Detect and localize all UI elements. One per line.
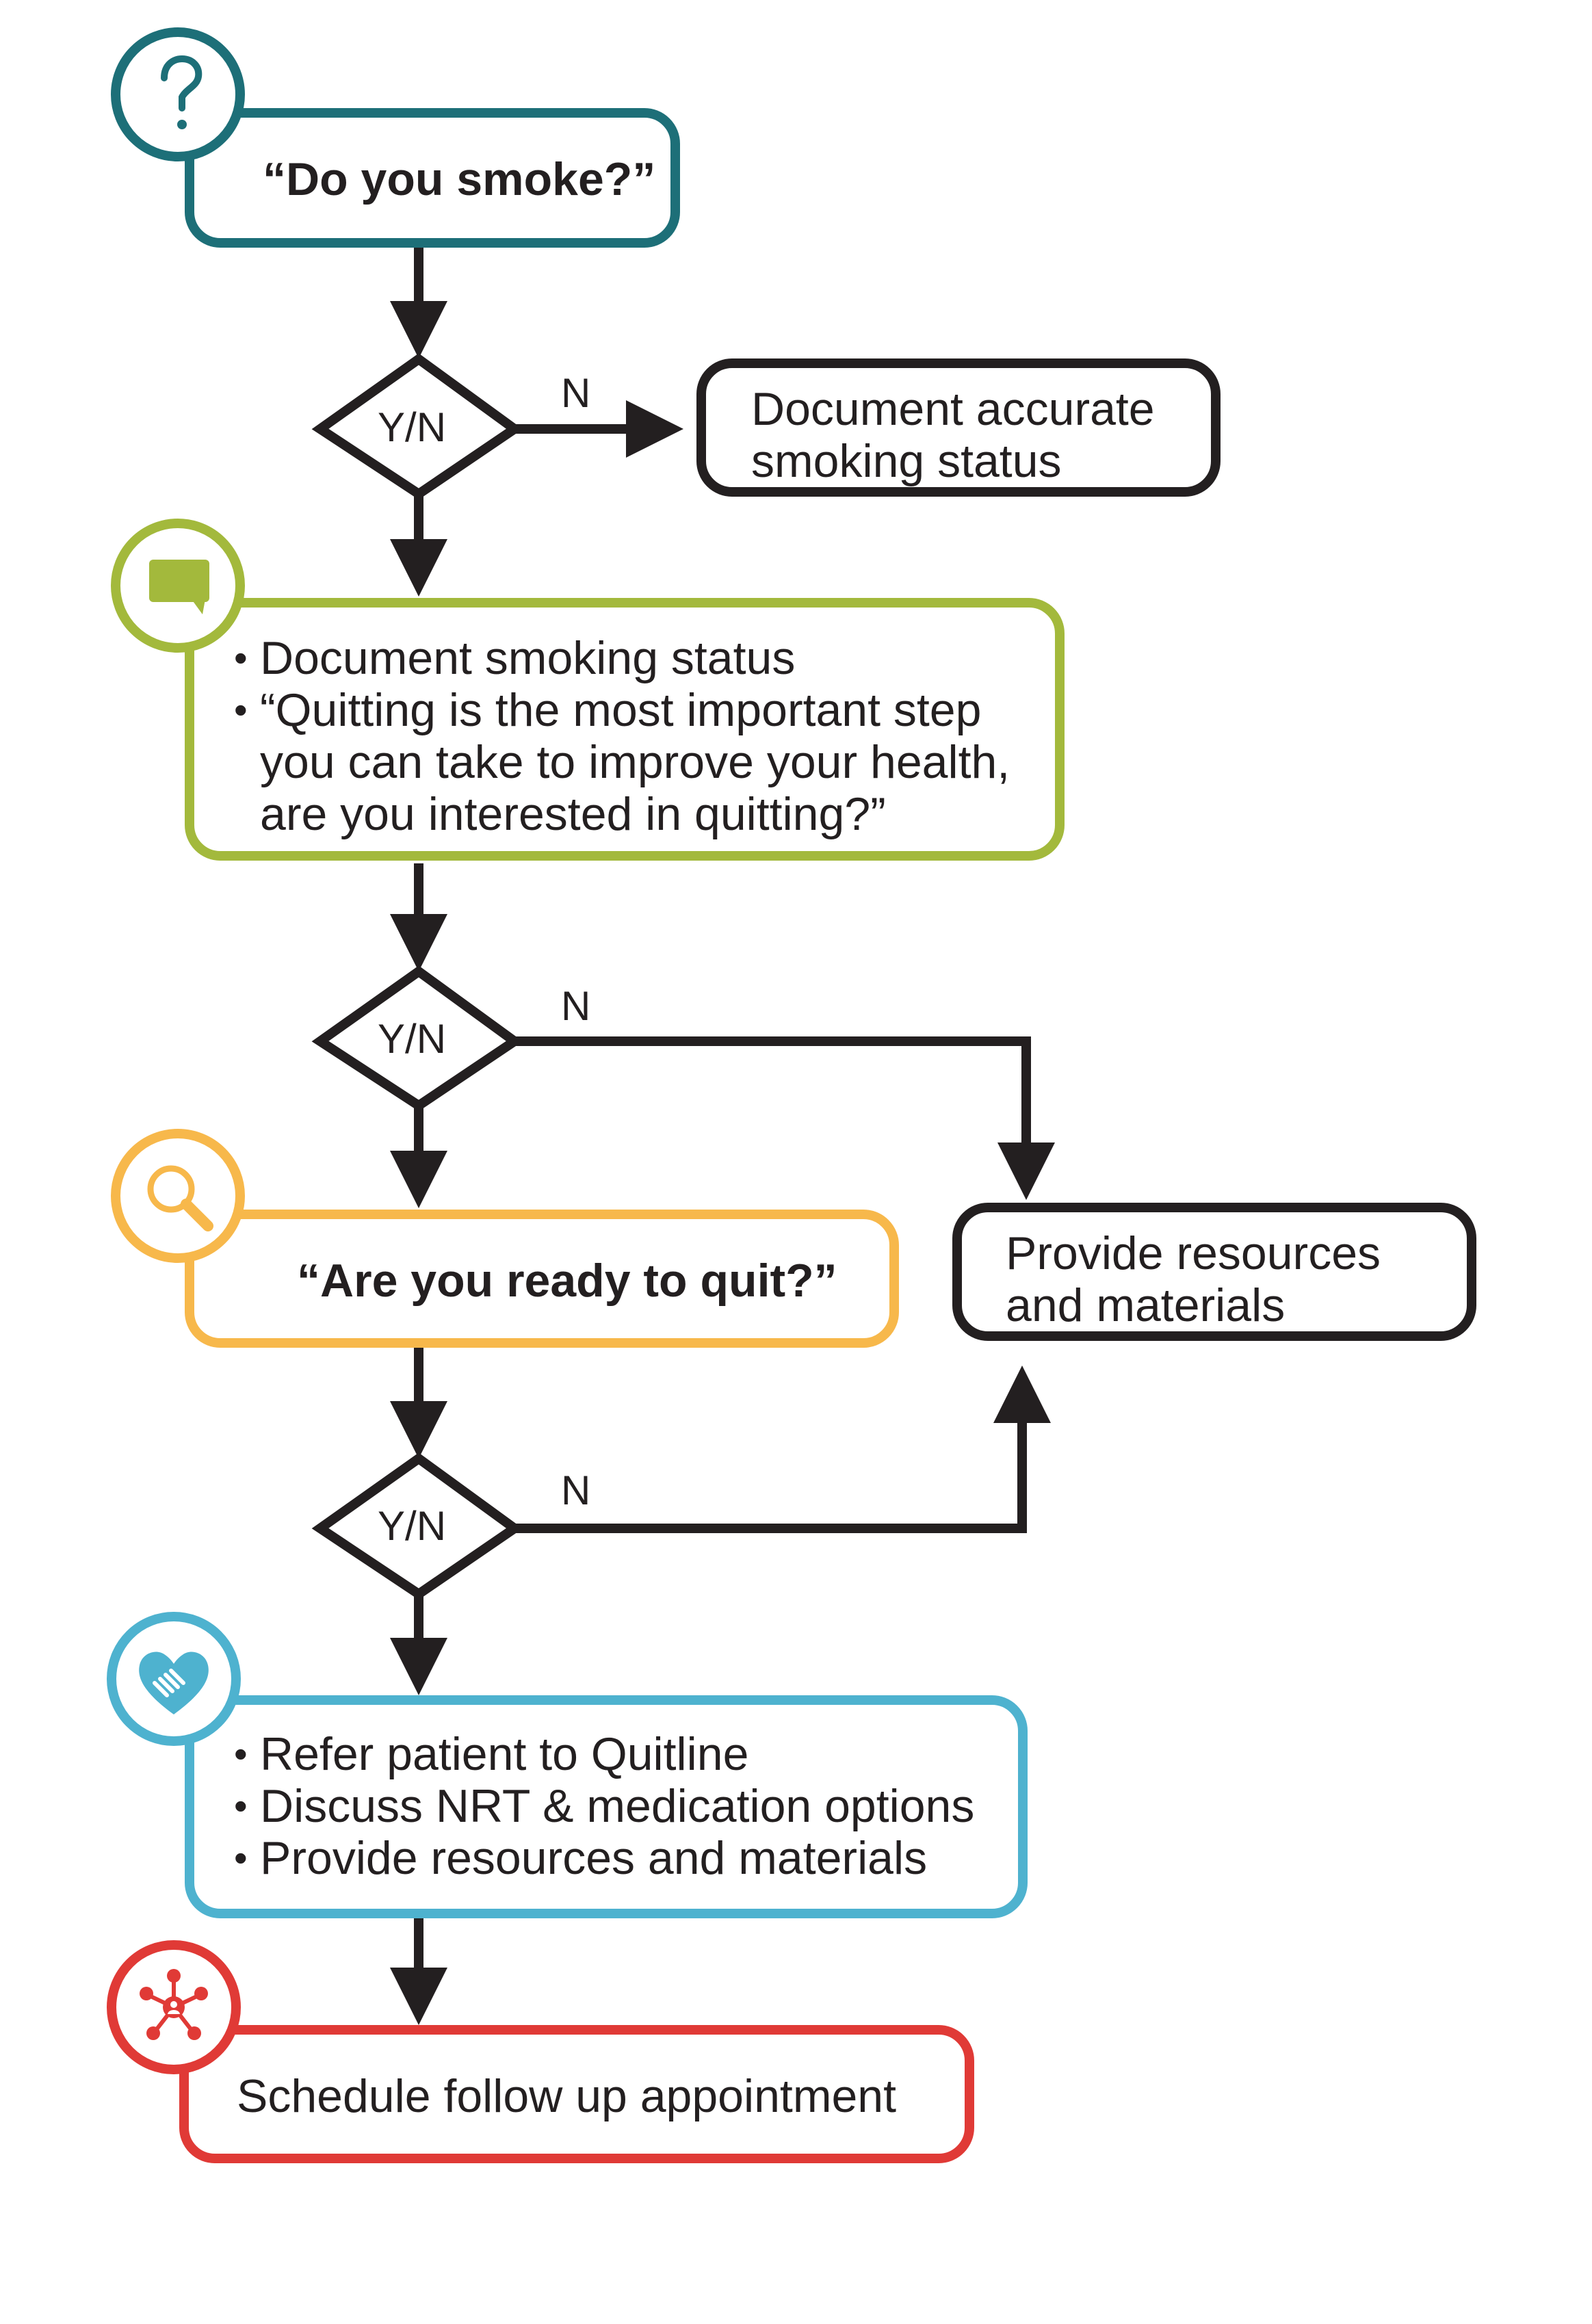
decision-2-no-label: N [561, 983, 591, 1029]
decision-1-no-label: N [561, 370, 591, 416]
assist-box: Refer patient to Quitline Discuss NRT & … [185, 1695, 1028, 1918]
advise-bullets: Document smoking status “Quitting is the… [234, 632, 1010, 840]
assist-badge [107, 1612, 241, 1746]
advise-bullet-2-line2: you can take to improve your health, [260, 736, 1010, 788]
document-status-line1: Document accurate [751, 383, 1155, 435]
heart-handshake-icon [139, 1651, 209, 1714]
resources-box: Provide resources and materials [952, 1203, 1476, 1341]
advise-bullet-2-line3: are you interested in quitting?” [260, 788, 886, 840]
advise-box: Document smoking status “Quitting is the… [185, 598, 1065, 861]
assist-bullet-2: Discuss NRT & medication options [234, 1780, 974, 1832]
question-mark-icon [161, 55, 203, 129]
arrange-badge [107, 1940, 241, 2074]
decision-3-no-label: N [561, 1467, 591, 1513]
ready-question: “Are you ready to quit?” [297, 1255, 837, 1307]
assist-bullet-1: Refer patient to Quitline [234, 1728, 974, 1780]
arrow-decision2-no [514, 1036, 1055, 1200]
assist-bullet-3: Provide resources and materials [234, 1832, 974, 1884]
arrange-box: Schedule follow up appointment [179, 2025, 974, 2163]
decision-3-label: Y/N [378, 1503, 447, 1549]
resources-line1: Provide resources [1006, 1227, 1381, 1279]
document-status-line2: smoking status [751, 435, 1062, 487]
ask-box: “Do you smoke?” [185, 108, 680, 248]
assist-bullets: Refer patient to Quitline Discuss NRT & … [234, 1728, 974, 1884]
decision-diamond-2 [311, 965, 523, 1112]
decision-1-label: Y/N [378, 404, 447, 450]
advise-badge [111, 519, 245, 653]
decision-diamond-1 [311, 353, 523, 500]
decision-diamond-3 [311, 1452, 523, 1600]
ask-question: “Do you smoke?” [263, 153, 656, 205]
resources-line2: and materials [1006, 1279, 1286, 1331]
document-status-box: Document accurate smoking status [696, 358, 1221, 497]
followup-text: Schedule follow up appointment [237, 2070, 896, 2122]
arrow-decision3-no [514, 1366, 1051, 1533]
assess-badge [111, 1129, 245, 1263]
advise-bullet-1: Document smoking status [234, 632, 1010, 684]
magnifier-icon [147, 1165, 213, 1231]
advise-bullet-2: “Quitting is the most important step [234, 684, 1010, 736]
ask-badge [111, 27, 245, 161]
assess-box: “Are you ready to quit?” [185, 1210, 899, 1348]
speech-bubble-icon [149, 560, 209, 614]
decision-2-label: Y/N [378, 1016, 447, 1062]
network-people-icon [140, 1969, 208, 2040]
